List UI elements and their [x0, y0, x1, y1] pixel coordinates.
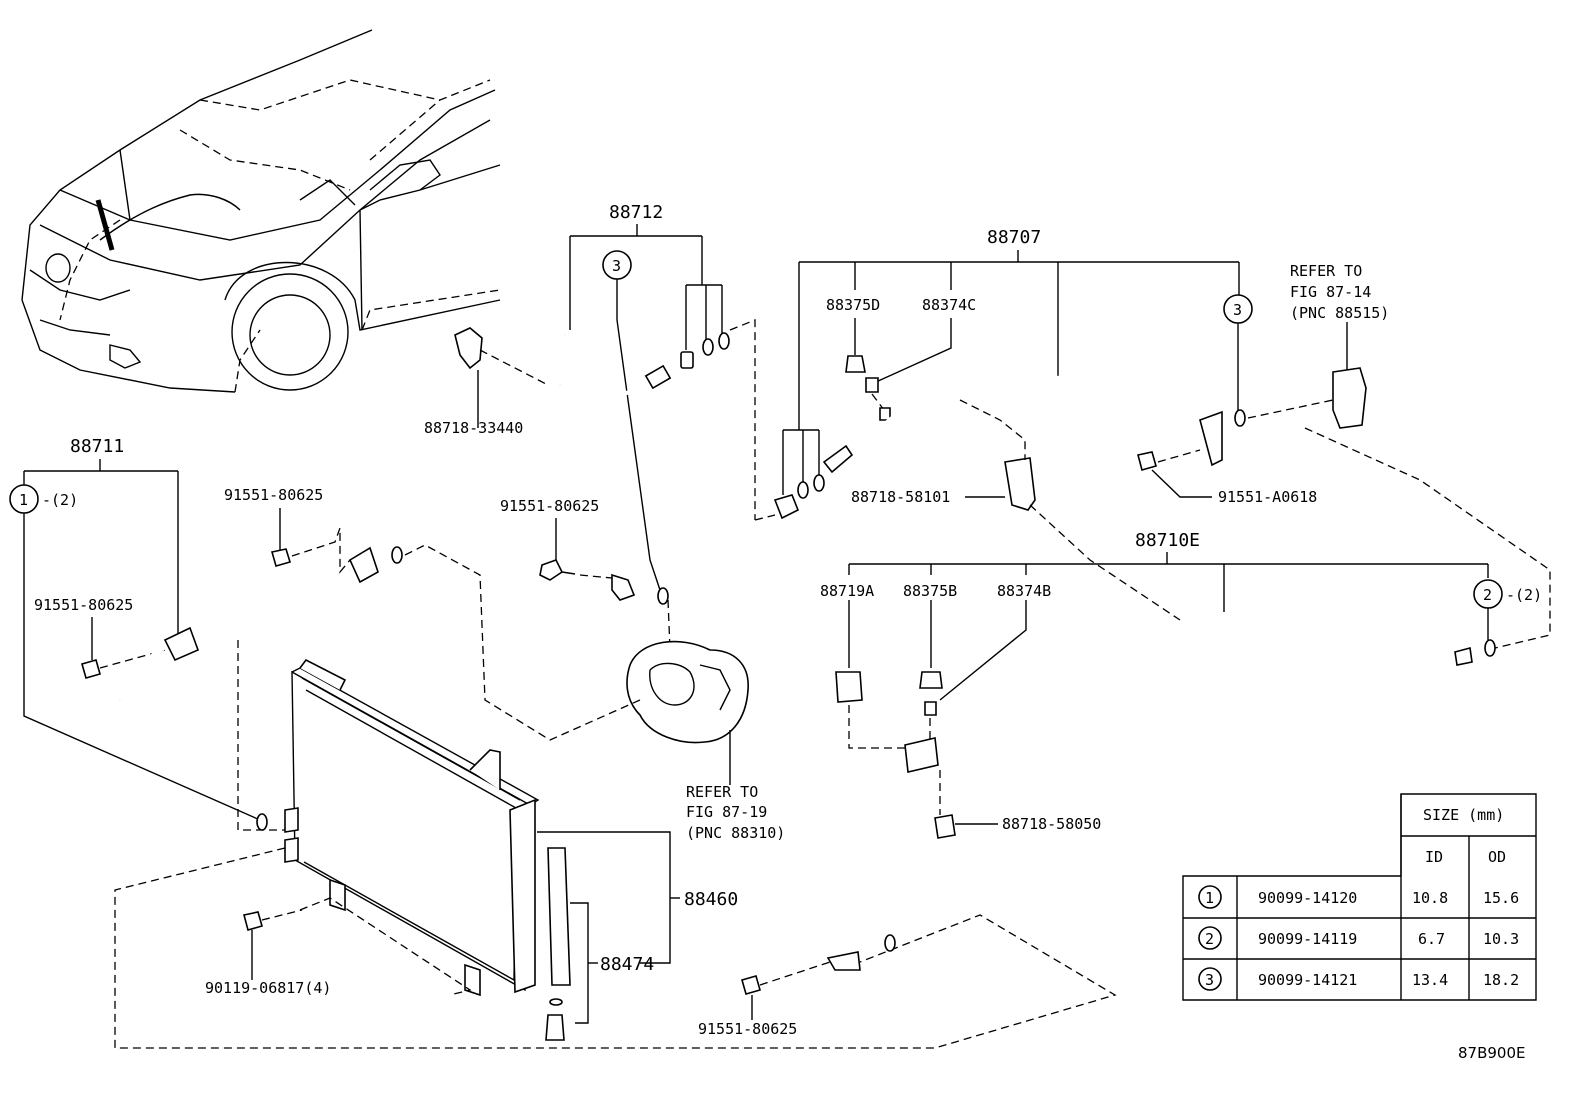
label-88375d: 88375D [826, 296, 880, 314]
col-od: OD [1488, 848, 1506, 866]
row3-id: 13.4 [1412, 971, 1448, 989]
label-88712: 88712 [609, 202, 663, 223]
label-88707: 88707 [987, 227, 1041, 248]
row1-id: 10.8 [1412, 889, 1448, 907]
row3-od: 18.2 [1483, 971, 1519, 989]
vehicle-illustration [21, 29, 501, 393]
size-header: SIZE (mm) [1423, 806, 1504, 824]
label-90119-06817: 90119-06817(4) [205, 979, 331, 997]
compressor: REFER TO FIG 87-19 (PNC 88310) [626, 640, 785, 842]
label-88719a: 88719A [820, 582, 874, 600]
ref1-line1: REFER TO [1290, 262, 1362, 280]
group-88711: 88711 1 -(2) 91551-80625 91551-80625 [9, 436, 641, 831]
ref1-line3: (PNC 88515) [1290, 304, 1389, 322]
condenser: 88460 88474 90119-06817(4) [114, 658, 1117, 1049]
row2-mark: 2 [1205, 930, 1214, 948]
svg-text:2: 2 [1483, 586, 1492, 604]
group-88712: 88712 3 88718-33440 91551-80625 [424, 202, 756, 701]
svg-text:3: 3 [612, 257, 621, 275]
label-88711: 88711 [70, 436, 124, 457]
label-88375b: 88375B [903, 582, 957, 600]
label-88718-58050: 88718-58050 [1002, 815, 1101, 833]
label-88710e: 88710E [1135, 530, 1200, 551]
row3-part: 90099-14121 [1258, 971, 1357, 989]
row1-part: 90099-14120 [1258, 889, 1357, 907]
callout-2-qty: -(2) [1506, 586, 1542, 604]
label-91551-80625-a: 91551-80625 [224, 486, 323, 504]
row3-mark: 3 [1205, 971, 1214, 989]
size-table: SIZE (mm) ID OD 1 90099-14120 10.8 15.6 … [1182, 793, 1537, 1001]
label-88718-33440: 88718-33440 [424, 419, 523, 437]
row2-part: 90099-14119 [1258, 930, 1357, 948]
ref2-line2: FIG 87-19 [686, 803, 767, 821]
label-91551-a0618: 91551-A0618 [1218, 488, 1317, 506]
label-88474: 88474 [600, 954, 654, 975]
label-88460: 88460 [684, 889, 738, 910]
col-id: ID [1425, 848, 1443, 866]
label-91551-80625-d: 91551-80625 [698, 1020, 797, 1038]
row2-od: 10.3 [1483, 930, 1519, 948]
label-91551-80625-b: 91551-80625 [500, 497, 599, 515]
label-88374c: 88374C [922, 296, 976, 314]
row1-od: 15.6 [1483, 889, 1519, 907]
svg-text:3: 3 [1233, 301, 1242, 319]
group-88707: 88707 88375D 88374C 3 [754, 227, 1551, 649]
group-88710e: 88710E 88719A 88375B 88374B 2 -(2) [698, 530, 1542, 1038]
figure-code: 87B900E [1458, 1044, 1526, 1062]
row2-id: 6.7 [1418, 930, 1445, 948]
label-88718-58101: 88718-58101 [851, 488, 950, 506]
ref2-line3: (PNC 88310) [686, 824, 785, 842]
label-91551-80625-c: 91551-80625 [34, 596, 133, 614]
callout-1-qty: -(2) [42, 491, 78, 509]
svg-text:1: 1 [19, 491, 28, 509]
ref1-line2: FIG 87-14 [1290, 283, 1371, 301]
ref2-line1: REFER TO [686, 783, 758, 801]
row1-mark: 1 [1205, 889, 1214, 907]
label-88374b: 88374B [997, 582, 1051, 600]
